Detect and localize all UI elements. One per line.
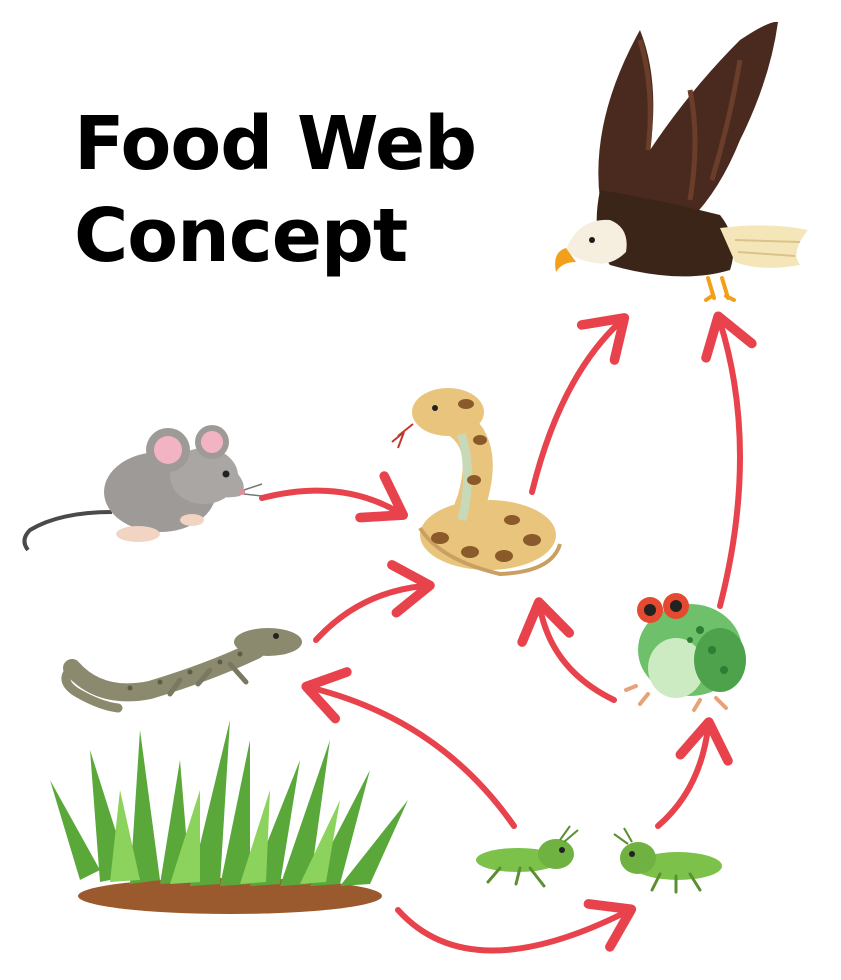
grasshopper-right-illustration bbox=[613, 827, 722, 894]
snake-illustration bbox=[391, 388, 562, 577]
page-title: Food Web Concept bbox=[74, 98, 477, 282]
eagle-illustration bbox=[555, 21, 808, 302]
arrow-mouse-to-snake bbox=[259, 471, 408, 523]
lizard-illustration bbox=[61, 628, 302, 713]
mouse-illustration bbox=[22, 425, 263, 552]
arrow-frog-to-snake bbox=[517, 597, 617, 703]
arrow-frog-to-eagle bbox=[701, 311, 757, 609]
grass-illustration bbox=[50, 720, 408, 914]
arrow-snake-to-eagle bbox=[529, 313, 630, 495]
title-line-1: Food Web bbox=[74, 101, 477, 187]
arrow-grasshopper-to-lizard bbox=[301, 667, 517, 829]
frog-illustration bbox=[624, 593, 746, 712]
arrow-lizard-to-snake bbox=[313, 560, 435, 643]
title-line-2: Concept bbox=[74, 193, 408, 279]
arrow-grasshopper-to-frog bbox=[655, 717, 733, 829]
arrow-grass-to-grasshopper bbox=[395, 899, 637, 954]
grasshopper-left-illustration bbox=[476, 825, 579, 888]
